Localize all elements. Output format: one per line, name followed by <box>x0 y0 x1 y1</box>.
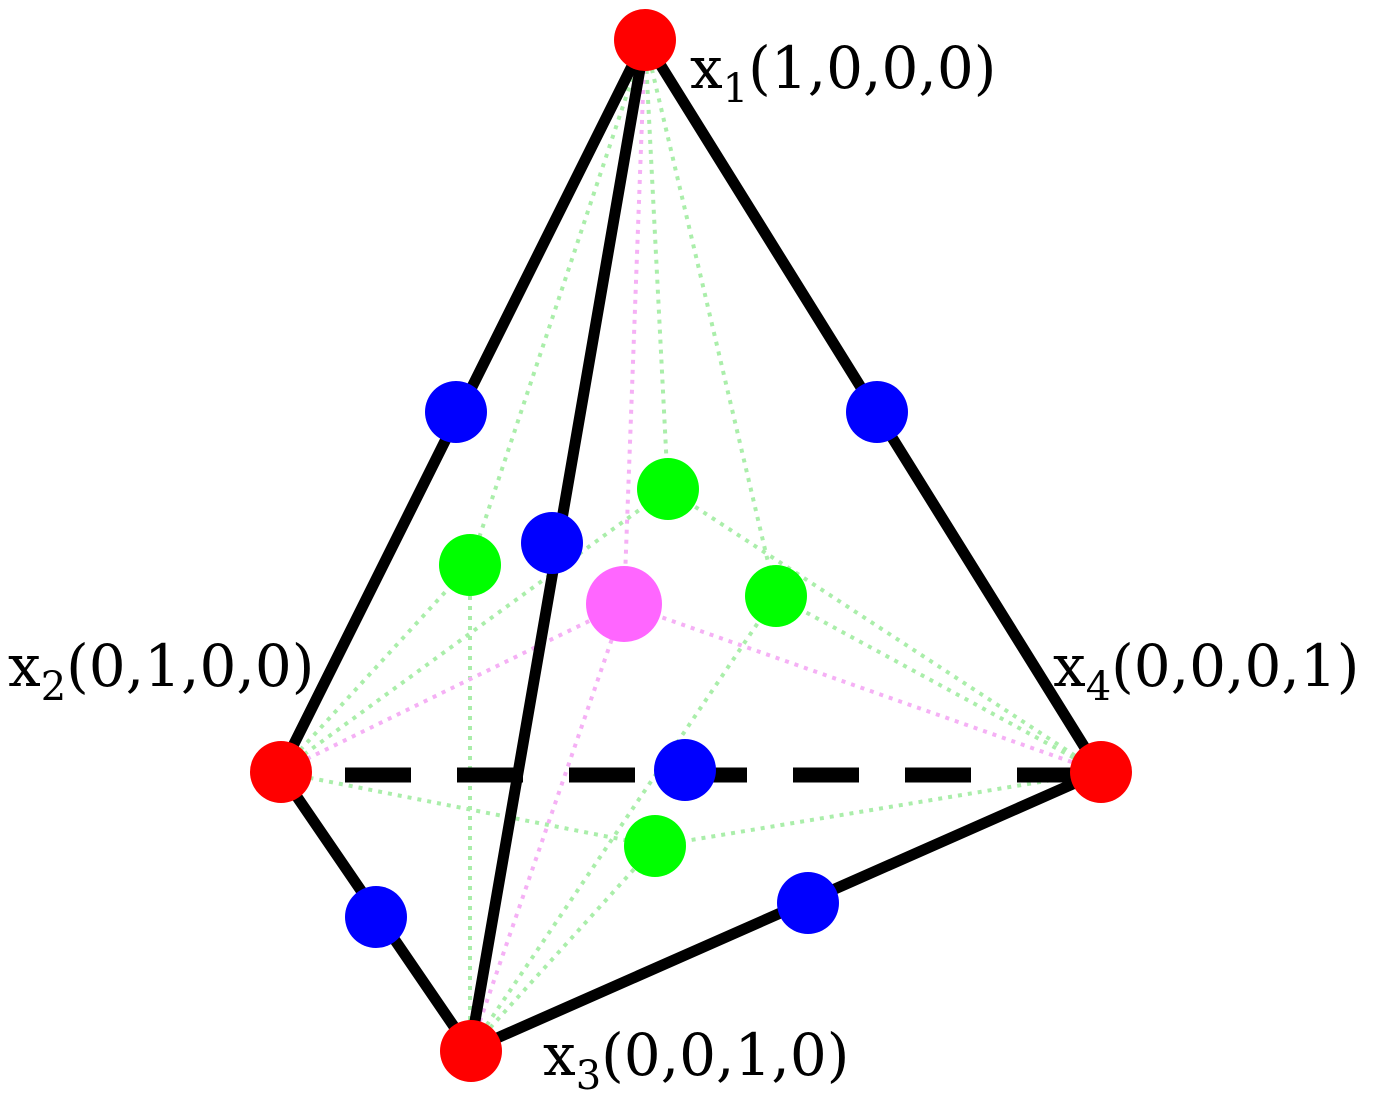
edge-point <box>345 886 407 948</box>
guide-line <box>278 563 472 774</box>
vertex-symbol: x <box>8 632 41 700</box>
face-points <box>439 458 807 877</box>
vertex-coords: (0,0,1,0) <box>601 1021 849 1089</box>
guide-line <box>643 39 670 490</box>
vertex-x4 <box>1070 741 1132 803</box>
vertex-x3 <box>440 1020 502 1082</box>
vertex-subscript: 1 <box>723 66 748 112</box>
vertex-label-x3: x3(0,0,1,0) <box>543 1021 849 1099</box>
vertex-subscript: 3 <box>576 1053 601 1099</box>
vertex-label-x2: x2(0,1,0,0) <box>8 632 314 710</box>
guide-line <box>279 602 625 774</box>
vertex-coords: (1,0,0,0) <box>748 34 996 102</box>
edge-points <box>345 381 908 948</box>
vertex-label-x4: x4(0,0,0,1) <box>1053 632 1359 710</box>
vertex-coords: (0,0,0,1) <box>1111 632 1359 700</box>
guide-line <box>468 39 647 566</box>
centroid-point <box>586 566 662 642</box>
guide-line <box>623 602 1101 774</box>
face-point <box>637 458 699 520</box>
edge-point <box>777 872 839 934</box>
vertex-symbol: x <box>543 1021 576 1089</box>
guide-line <box>468 594 778 1052</box>
vertex-x1 <box>614 9 676 71</box>
guide-line <box>666 487 1102 774</box>
vertex-label-x1: x1(1,0,0,0) <box>690 34 996 112</box>
guide-line <box>279 770 656 848</box>
face-point <box>439 534 501 596</box>
guide-line <box>622 39 647 605</box>
face-point <box>624 815 686 877</box>
edge-point <box>654 739 716 801</box>
guide-line <box>468 603 626 1051</box>
face-point <box>745 565 807 627</box>
vertex-x2 <box>250 741 312 803</box>
vertex-subscript: 2 <box>41 664 66 710</box>
edge-point <box>521 512 583 574</box>
vertex-subscript: 4 <box>1086 664 1111 710</box>
vertex-symbol: x <box>1053 632 1086 700</box>
vertex-symbol: x <box>690 34 723 102</box>
guide-line <box>654 770 1101 848</box>
edge-point <box>846 381 908 443</box>
centroid-guide-lines <box>279 39 1101 1051</box>
vertex-points <box>250 9 1132 1082</box>
edge-point <box>425 381 487 443</box>
face-guide-lines <box>278 39 1102 1052</box>
vertex-coords: (0,1,0,0) <box>66 632 314 700</box>
guide-line <box>775 594 1101 774</box>
guide-line <box>278 487 670 774</box>
solid-edges <box>274 34 1106 1056</box>
